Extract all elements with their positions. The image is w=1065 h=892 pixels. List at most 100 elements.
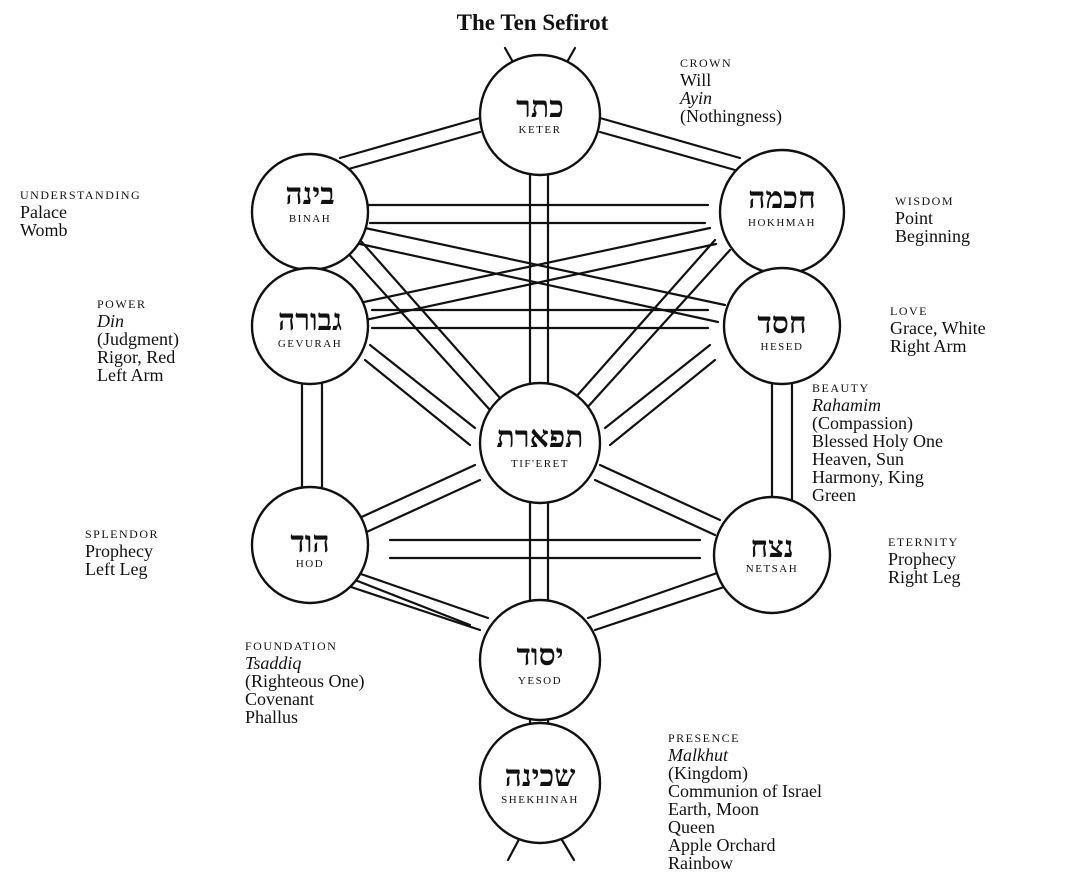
channel-keter-hokhmah — [598, 116, 742, 172]
netsah-hebrew: נצח — [750, 530, 793, 565]
label-beauty-line: Heaven, Sun — [812, 449, 904, 469]
label-beauty: BEAUTY Rahamim (Compassion) Blessed Holy… — [812, 380, 943, 504]
label-crown-line: Ayin — [680, 88, 712, 108]
node-keter — [478, 53, 602, 177]
label-crown: CROWN Will Ayin (Nothingness) — [680, 55, 782, 125]
hod-name: HOD — [296, 558, 324, 570]
label-understanding: UNDERSTANDING Palace Womb — [20, 187, 141, 239]
label-love-line: Grace, White — [890, 318, 986, 338]
label-love: LOVE Grace, White Right Arm — [890, 303, 986, 355]
channel-tiferet-hod — [353, 463, 482, 537]
label-crown-line: (Nothingness) — [680, 106, 782, 126]
hokhmah-name: HOKHMAH — [748, 217, 816, 229]
label-splendor-line: Left Leg — [85, 559, 148, 579]
label-presence-line: (Kingdom) — [668, 763, 748, 783]
label-presence: PRESENCE Malkhut (Kingdom) Communion of … — [668, 730, 822, 872]
label-beauty-line: (Compassion) — [812, 413, 913, 433]
tiferet-name: TIF'ERET — [511, 458, 569, 470]
channel-binah-hokhmah — [366, 203, 710, 225]
label-understanding-line: Womb — [20, 220, 68, 240]
label-crown-heading: CROWN — [680, 56, 733, 70]
label-wisdom-line: Point — [895, 208, 934, 228]
label-eternity: ETERNITY Prophecy Right Leg — [888, 534, 961, 586]
node-gevurah — [250, 266, 370, 386]
label-wisdom-line: Beginning — [895, 226, 970, 246]
channel-keter-binah — [338, 116, 482, 172]
label-beauty-line: Rahamim — [812, 395, 881, 415]
channel-hesed-netsah — [770, 363, 794, 510]
label-crown-line: Will — [680, 70, 712, 90]
shekhinah-hebrew: שכינה — [505, 759, 576, 794]
hokhmah-hebrew: חכמה — [748, 181, 815, 216]
label-understanding-heading: UNDERSTANDING — [20, 188, 142, 202]
label-eternity-heading: ETERNITY — [888, 535, 959, 549]
label-beauty-line: Harmony, King — [812, 467, 924, 487]
channel-tiferet-netsah — [593, 463, 722, 537]
label-love-heading: LOVE — [890, 304, 928, 318]
keter-hebrew: כתר — [516, 90, 564, 125]
hesed-hebrew: חסד — [757, 306, 806, 341]
label-power-line: (Judgment) — [97, 329, 179, 349]
label-understanding-line: Palace — [20, 202, 67, 222]
label-beauty-line: Blessed Holy One — [812, 431, 943, 451]
channel-binah-tiferet — [343, 238, 502, 412]
channel-binah-hesed — [358, 226, 727, 324]
label-power: POWER Din (Judgment) Rigor, Red Left Arm — [97, 296, 179, 384]
label-presence-line: Queen — [668, 817, 715, 837]
hod-hebrew: הוד — [290, 525, 329, 560]
label-love-line: Right Arm — [890, 336, 967, 356]
channel-tiferet-yesod — [528, 483, 550, 620]
label-wisdom-heading: WISDOM — [895, 194, 954, 208]
yesod-hebrew: יסוד — [516, 638, 563, 673]
channel-hesed-tiferet — [603, 343, 717, 447]
node-binah — [250, 152, 370, 272]
label-foundation-line: Phallus — [245, 707, 299, 727]
channel-gevurah-tiferet — [363, 343, 477, 447]
label-foundation-line: Covenant — [245, 689, 314, 709]
gevurah-hebrew: גבורה — [278, 303, 342, 338]
label-presence-heading: PRESENCE — [668, 731, 741, 745]
channel-hokhmah-tiferet — [573, 238, 732, 412]
tiferet-hebrew: תפארת — [497, 420, 584, 455]
channel-hod-shekhinah — [353, 578, 472, 627]
label-power-line: Din — [97, 311, 124, 331]
channel-netsah-yesod — [586, 570, 732, 632]
hesed-name: HESED — [761, 341, 804, 353]
label-presence-line: Rainbow — [668, 853, 733, 873]
label-beauty-heading: BEAUTY — [812, 381, 870, 395]
label-foundation: FOUNDATION Tsaddiq (Righteous One) Coven… — [245, 638, 364, 726]
label-beauty-line: Green — [812, 485, 856, 505]
label-power-line: Left Arm — [97, 365, 164, 385]
shekhinah-name: SHEKHINAH — [501, 794, 579, 806]
label-presence-line: Communion of Israel — [668, 781, 822, 801]
label-foundation-heading: FOUNDATION — [245, 639, 338, 653]
label-eternity-line: Right Leg — [888, 567, 961, 587]
binah-hebrew: בינה — [285, 177, 334, 212]
node-hesed — [722, 266, 842, 386]
node-netsah — [712, 495, 832, 615]
label-foundation-line: Tsaddiq — [245, 653, 302, 673]
label-power-line: Rigor, Red — [97, 347, 176, 367]
label-presence-line: Malkhut — [668, 745, 728, 765]
label-splendor-line: Prophecy — [85, 541, 153, 561]
channel-hod-yesod — [343, 570, 490, 632]
label-splendor-heading: SPLENDOR — [85, 527, 160, 541]
label-presence-line: Apple Orchard — [668, 835, 776, 855]
label-power-heading: POWER — [97, 297, 147, 311]
gevurah-name: GEVURAH — [278, 338, 342, 350]
netsah-name: NETSAH — [746, 563, 798, 575]
label-wisdom: WISDOM Point Beginning — [895, 193, 970, 245]
node-yesod — [478, 598, 602, 722]
channel-gevurah-hod — [300, 363, 324, 510]
node-shekhinah — [478, 721, 602, 845]
channel-hod-netsah — [388, 538, 702, 560]
label-presence-line: Earth, Moon — [668, 799, 759, 819]
keter-name: KETER — [519, 124, 562, 136]
node-tiferet — [478, 381, 602, 505]
label-eternity-line: Prophecy — [888, 549, 956, 569]
diagram-title: The Ten Sefirot — [456, 10, 609, 35]
label-foundation-line: (Righteous One) — [245, 671, 365, 691]
yesod-name: YESOD — [518, 675, 562, 687]
channel-hokhmah-gevurah — [348, 226, 718, 324]
